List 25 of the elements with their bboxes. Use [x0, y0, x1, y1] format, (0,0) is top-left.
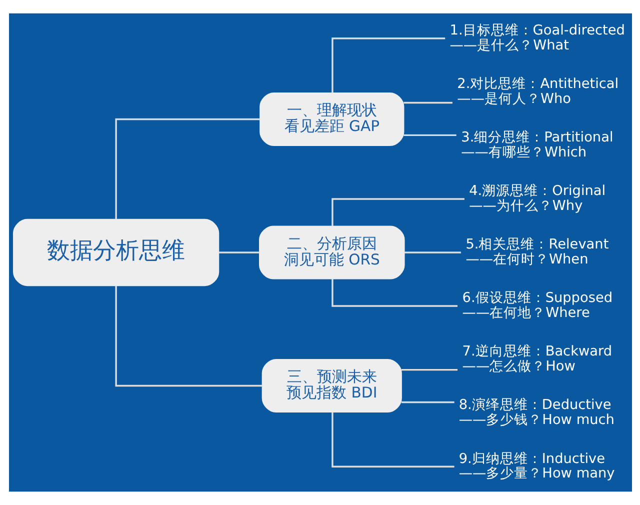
- node-text: 4.溯源思维：Original ——为什么？Why: [468, 183, 606, 214]
- node-box: 二、分析原因 洞见可能 ORS: [258, 226, 404, 280]
- connector: [403, 102, 452, 104]
- node-box: 三、预测未来 预见指数 BDI: [261, 359, 402, 413]
- node-text: 1.目标思维：Goal-directed ——是什么？What: [449, 22, 624, 54]
- node-text: 8.演绎思维：Deductive ——多少钱？How much: [458, 397, 614, 428]
- connector: [403, 134, 456, 136]
- connector: [218, 252, 259, 254]
- node-text: 6.假设思维：Supposed ——在何地？Where: [462, 290, 612, 321]
- connector: [331, 38, 445, 93]
- connector: [114, 286, 262, 387]
- connector: [400, 401, 454, 404]
- node-text: 3.细分思维：Partitional ——有哪些？Which: [460, 130, 613, 160]
- connector: [331, 412, 454, 468]
- node-text: 2.对比思维：Antithetical ——是何人？Who: [456, 76, 618, 107]
- connector: [400, 368, 458, 371]
- node-box: 数据分析思维: [12, 218, 219, 286]
- connector: [404, 252, 460, 254]
- node-text: 5.相关思维：Relevant ——在何时？When: [465, 236, 608, 268]
- node-text: 9.归纳思维：Inductive ——多少量？How many: [458, 450, 614, 482]
- connector: [114, 118, 260, 220]
- node-text: 7.逆向思维：Backward ——怎么做？How: [462, 344, 612, 374]
- connector: [331, 198, 464, 226]
- connector: [331, 278, 457, 307]
- node-box: 一、理解现状 看见差距 GAP: [259, 92, 404, 146]
